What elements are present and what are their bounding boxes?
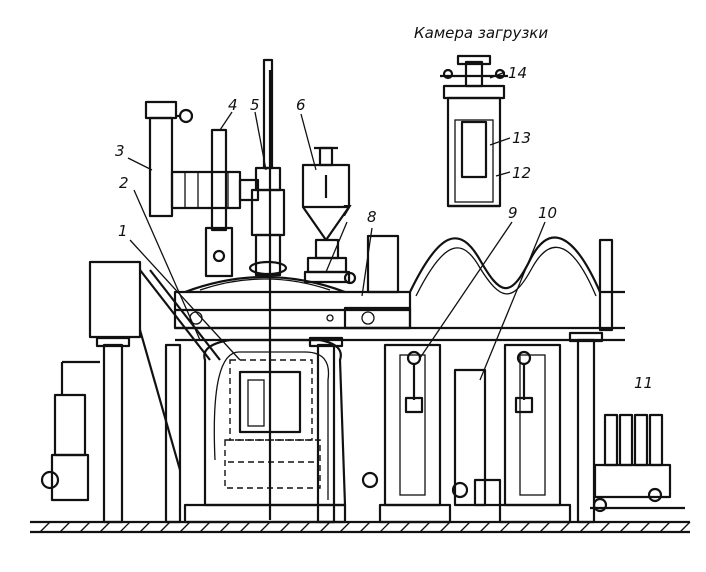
columns <box>95 331 604 524</box>
bottle-cart <box>590 413 685 513</box>
induction-frames <box>361 343 572 524</box>
callout-11: 11 <box>634 374 653 392</box>
callout-3: 3 <box>115 142 125 160</box>
callout-8: 8 <box>367 208 377 226</box>
furnace-body <box>183 70 347 524</box>
callout-12: 12 <box>512 164 531 182</box>
chamber-dome <box>184 275 346 294</box>
callout-13: 13 <box>512 129 531 147</box>
callout-1: 1 <box>118 222 128 240</box>
callout-5: 5 <box>250 96 260 114</box>
callout-14: 14 <box>508 64 527 82</box>
callout-10: 10 <box>538 204 557 222</box>
callout-4: 4 <box>228 96 238 114</box>
callout-6: 6 <box>296 96 306 114</box>
callout-7: 7 <box>342 202 352 220</box>
callout-9: 9 <box>508 204 518 222</box>
floor <box>30 520 691 534</box>
platform <box>173 290 625 342</box>
callout-2: 2 <box>119 174 129 192</box>
loading-chamber <box>440 54 508 208</box>
left-pump-unit <box>40 260 221 502</box>
wave-cover <box>366 234 625 332</box>
loading-chamber-title: Камера загрузки <box>414 24 548 42</box>
leader-lines <box>127 71 546 381</box>
top-apparatus <box>144 58 357 285</box>
